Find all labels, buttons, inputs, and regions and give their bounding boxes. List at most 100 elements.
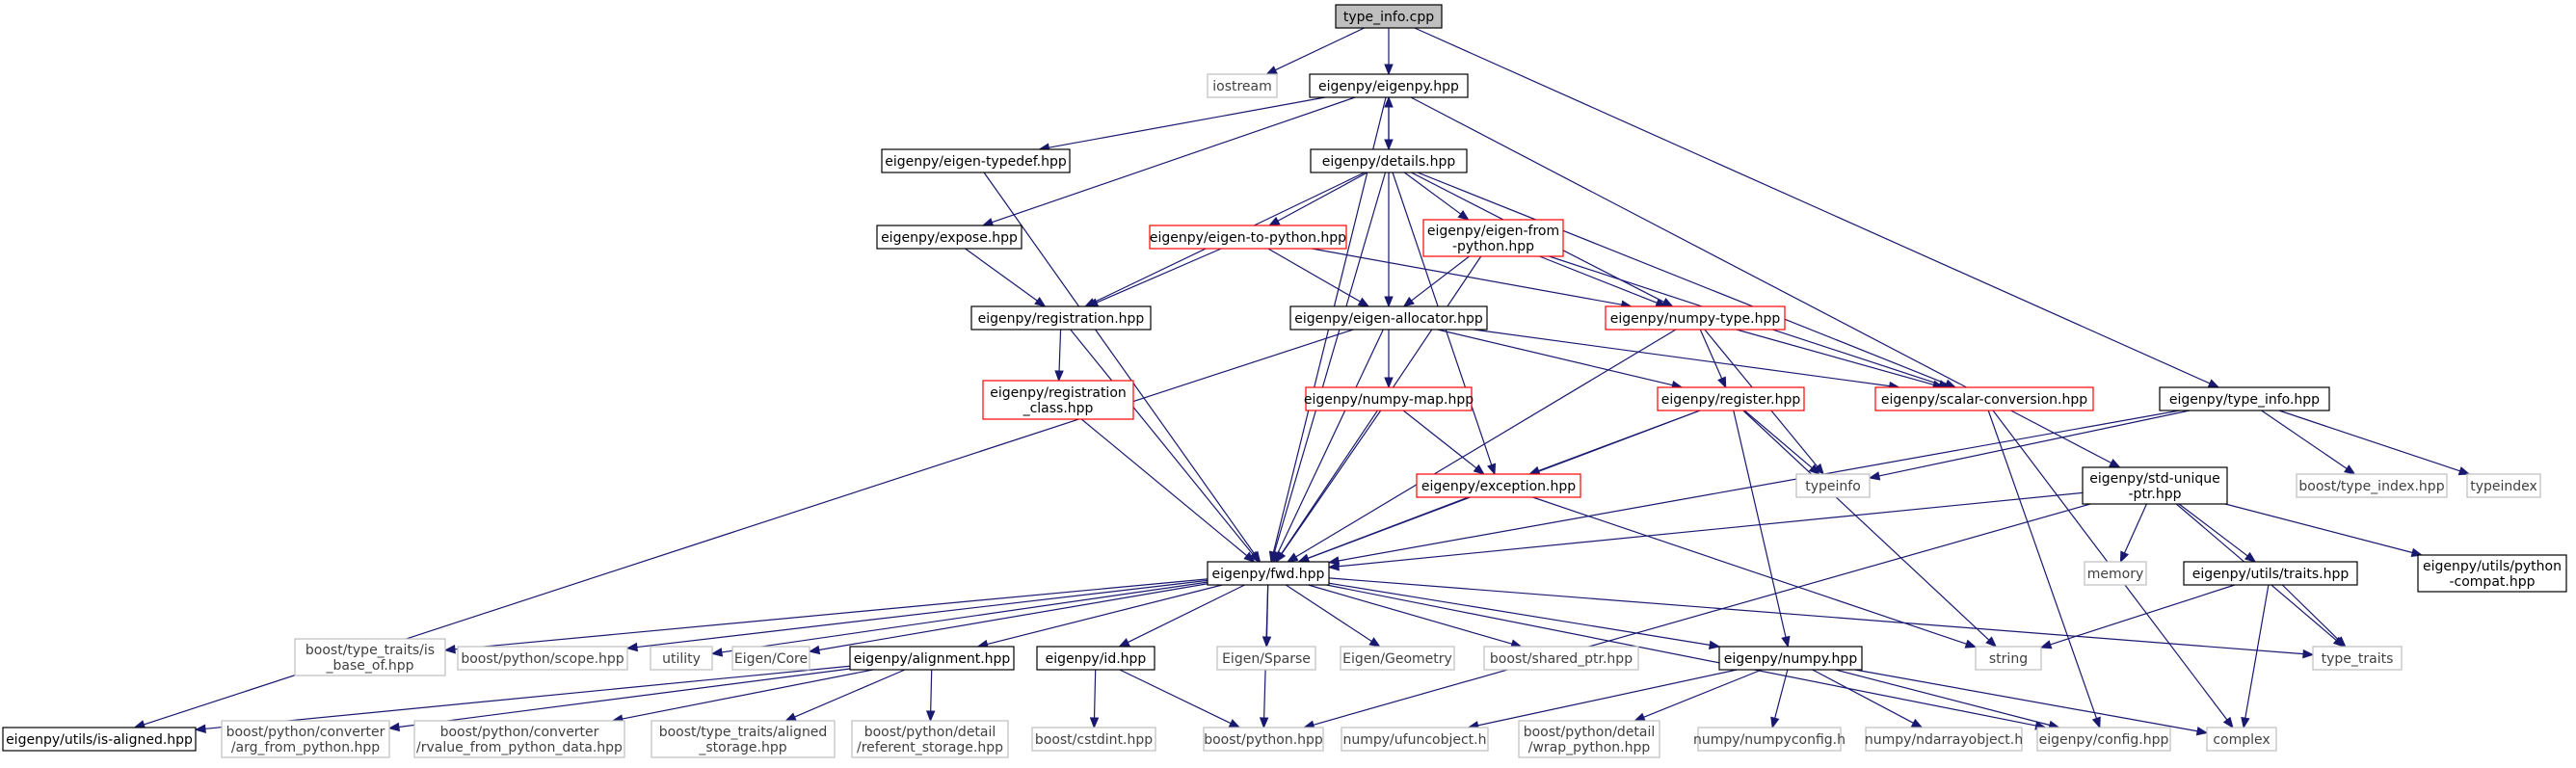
arrowhead bbox=[2091, 716, 2101, 729]
node-fwd[interactable]: eigenpy/fwd.hpp bbox=[1207, 561, 1330, 586]
node-registration_class[interactable]: eigenpy/registration_class.hpp bbox=[982, 380, 1134, 420]
node-alignment[interactable]: eigenpy/alignment.hpp bbox=[849, 646, 1015, 671]
node-box bbox=[294, 638, 446, 676]
edge-line bbox=[1736, 329, 1934, 385]
node-label: eigenpy/eigenpy.hpp bbox=[1318, 79, 1459, 94]
node-numpy_map[interactable]: eigenpy/numpy-map.hpp bbox=[1304, 386, 1474, 411]
edge-eigen_allocator-to-numpy_map bbox=[1384, 330, 1394, 389]
node-label: eigenpy/numpy-type.hpp bbox=[1610, 311, 1781, 327]
node-type_info_cpp[interactable]: type_info.cpp bbox=[1335, 4, 1443, 29]
node-eigen_from_python[interactable]: eigenpy/eigen-from-python.hpp bbox=[1422, 219, 1564, 257]
edge-line bbox=[2224, 503, 2413, 554]
node-label: boost/python/converter bbox=[440, 725, 599, 740]
node-id_hpp[interactable]: eigenpy/id.hpp bbox=[1036, 646, 1155, 671]
edge-line bbox=[1328, 582, 1711, 646]
edge-line bbox=[1987, 410, 2098, 719]
node-box bbox=[731, 646, 810, 671]
node-label: eigenpy/id.hpp bbox=[1046, 651, 1147, 667]
node-numpy_type[interactable]: eigenpy/numpy-type.hpp bbox=[1605, 305, 1786, 331]
edge-alignment-to-aligned_storage bbox=[784, 669, 906, 722]
edge-line bbox=[1295, 329, 1677, 558]
arrowhead bbox=[1633, 712, 1646, 722]
arrowhead bbox=[1384, 64, 1394, 76]
edge-line bbox=[1328, 577, 2304, 655]
node-label: /rvalue_from_python_data.hpp bbox=[416, 740, 623, 755]
arrowhead bbox=[2222, 716, 2234, 729]
node-eigen_geometry: Eigen/Geometry bbox=[1340, 646, 1455, 671]
arrowhead bbox=[1868, 471, 1881, 481]
node-utils_traits[interactable]: eigenpy/utils/traits.hpp bbox=[2183, 561, 2358, 586]
node-label: /referent_storage.hpp bbox=[857, 740, 1003, 755]
node-eigen_typedef[interactable]: eigenpy/eigen-typedef.hpp bbox=[881, 148, 1071, 173]
edge-line bbox=[965, 248, 1038, 302]
arrowhead bbox=[1034, 297, 1047, 307]
node-details[interactable]: eigenpy/details.hpp bbox=[1310, 148, 1468, 173]
node-box bbox=[1305, 386, 1473, 411]
edge-line bbox=[992, 96, 1356, 224]
edge-line bbox=[1277, 329, 1384, 554]
node-box bbox=[2296, 473, 2448, 498]
node-box bbox=[2, 727, 197, 752]
edge-line bbox=[1878, 410, 2191, 477]
node-label: numpy/ndarrayobject.h bbox=[1865, 732, 2023, 748]
node-python_compat[interactable]: eigenpy/utils/python-compat.hpp bbox=[2417, 554, 2567, 593]
edge-line bbox=[1835, 669, 2051, 727]
edge-numpy_hpp-to-complex bbox=[1854, 669, 2209, 736]
edge-line bbox=[1093, 669, 1097, 719]
node-scalar_conversion[interactable]: eigenpy/scalar-conversion.hpp bbox=[1874, 386, 2094, 411]
edge-details-to-eigen_from_python bbox=[1403, 172, 1470, 221]
node-box bbox=[1203, 727, 1324, 752]
edge-fwd-to-is_base_of bbox=[443, 578, 1208, 654]
edge-line bbox=[1128, 584, 1245, 644]
node-expose[interactable]: eigenpy/expose.hpp bbox=[876, 225, 1022, 250]
edge-alignment-to-rvalue_from_python bbox=[611, 669, 873, 724]
node-box bbox=[2084, 561, 2147, 586]
node-label: -ptr.hpp bbox=[2129, 487, 2182, 502]
edge-line bbox=[794, 669, 906, 718]
node-type_info_hpp[interactable]: eigenpy/type_info.hpp bbox=[2159, 386, 2330, 411]
node-exception[interactable]: eigenpy/exception.hpp bbox=[1416, 473, 1581, 498]
node-label: eigenpy/numpy-map.hpp bbox=[1304, 392, 1474, 408]
arrowhead bbox=[194, 724, 206, 733]
edge-line bbox=[1273, 172, 1387, 553]
node-box bbox=[1865, 727, 2023, 752]
arrowhead bbox=[1275, 550, 1287, 564]
node-label: boost/python/converter bbox=[226, 725, 385, 740]
node-eigen_to_python[interactable]: eigenpy/eigen-to-python.hpp bbox=[1149, 225, 1347, 250]
arrowhead bbox=[2334, 636, 2347, 648]
node-eigen_allocator[interactable]: eigenpy/eigen-allocator.hpp bbox=[1289, 305, 1488, 331]
edge-line bbox=[204, 665, 851, 729]
node-is_aligned[interactable]: eigenpy/utils/is-aligned.hpp bbox=[2, 727, 197, 752]
node-box bbox=[2036, 727, 2171, 752]
node-iostream: iostream bbox=[1207, 73, 1278, 98]
edge-line bbox=[1733, 410, 1787, 638]
node-std_unique_ptr[interactable]: eigenpy/std-unique-ptr.hpp bbox=[2082, 466, 2228, 505]
edge-line bbox=[1307, 496, 1469, 560]
arrowhead bbox=[1248, 550, 1261, 564]
node-wrap_python: boost/python/detail/wrap_python.hpp bbox=[1518, 720, 1660, 758]
arrowhead bbox=[1243, 551, 1256, 563]
arrowhead bbox=[1265, 66, 1278, 75]
node-memory: memory bbox=[2084, 561, 2147, 586]
node-box bbox=[982, 380, 1134, 420]
edges-layer bbox=[133, 27, 2471, 736]
edge-register-to-typeinfo bbox=[1743, 410, 1820, 475]
arrowhead bbox=[925, 710, 936, 723]
edge-line bbox=[1338, 491, 2084, 568]
edge-numpy_hpp-to-wrap_python bbox=[1633, 669, 1763, 722]
edge-numpy_type-to-register bbox=[1699, 329, 1727, 389]
arrowhead bbox=[1384, 377, 1394, 389]
edge-exception-to-fwd bbox=[1297, 496, 1469, 563]
edge-type_info_cpp-to-eigenpy_hpp bbox=[1384, 28, 1394, 76]
node-register[interactable]: eigenpy/register.hpp bbox=[1657, 386, 1805, 411]
node-eigenpy_hpp[interactable]: eigenpy/eigenpy.hpp bbox=[1309, 73, 1469, 98]
edge-line bbox=[1285, 584, 1372, 643]
arrowhead bbox=[1457, 209, 1470, 221]
node-box bbox=[1874, 386, 2094, 411]
node-registration[interactable]: eigenpy/registration.hpp bbox=[970, 305, 1152, 331]
node-is_base_of: boost/type_traits/is_base_of.hpp bbox=[294, 638, 446, 676]
node-numpy_hpp[interactable]: eigenpy/numpy.hpp bbox=[1718, 646, 1863, 671]
node-label: /wrap_python.hpp bbox=[1528, 740, 1651, 755]
edge-line bbox=[1774, 669, 1789, 719]
